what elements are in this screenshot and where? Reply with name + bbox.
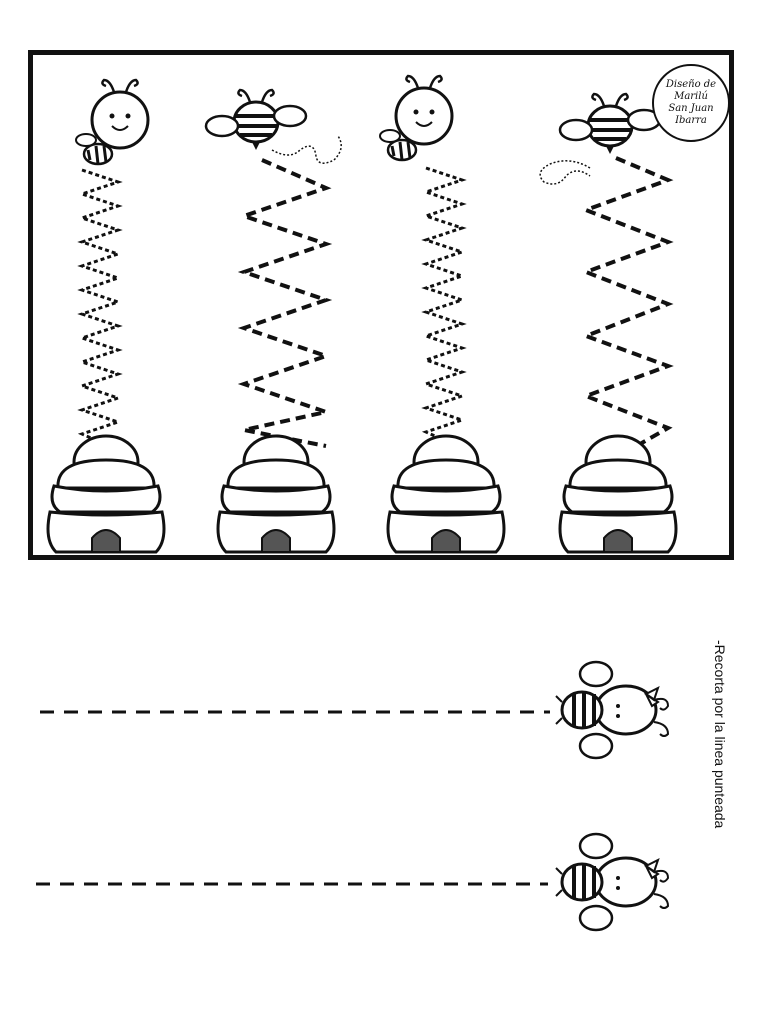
credit-badge: Diseño de Marilú San Juan Ibarra: [652, 64, 730, 142]
bee-icon: [74, 78, 150, 166]
beehive-icon: [386, 434, 506, 554]
bee-icon: [554, 832, 670, 932]
beehive-icon: [46, 434, 166, 554]
cut-instruction-text: -Recorta por la linea punteada: [712, 640, 728, 829]
zigzag-trace-path: [421, 166, 467, 444]
beehive-icon: [558, 434, 678, 554]
beehive-icon: [216, 434, 336, 554]
zigzag-trace-path: [237, 158, 334, 448]
zigzag-trace-path: [580, 156, 674, 446]
bee-icon: [554, 660, 670, 760]
bee-icon: [558, 92, 662, 156]
bee-icon: [378, 74, 454, 162]
credit-text: Diseño de Marilú San Juan Ibarra: [665, 79, 717, 126]
zigzag-trace-path: [77, 168, 123, 444]
bee-icon: [204, 88, 308, 152]
